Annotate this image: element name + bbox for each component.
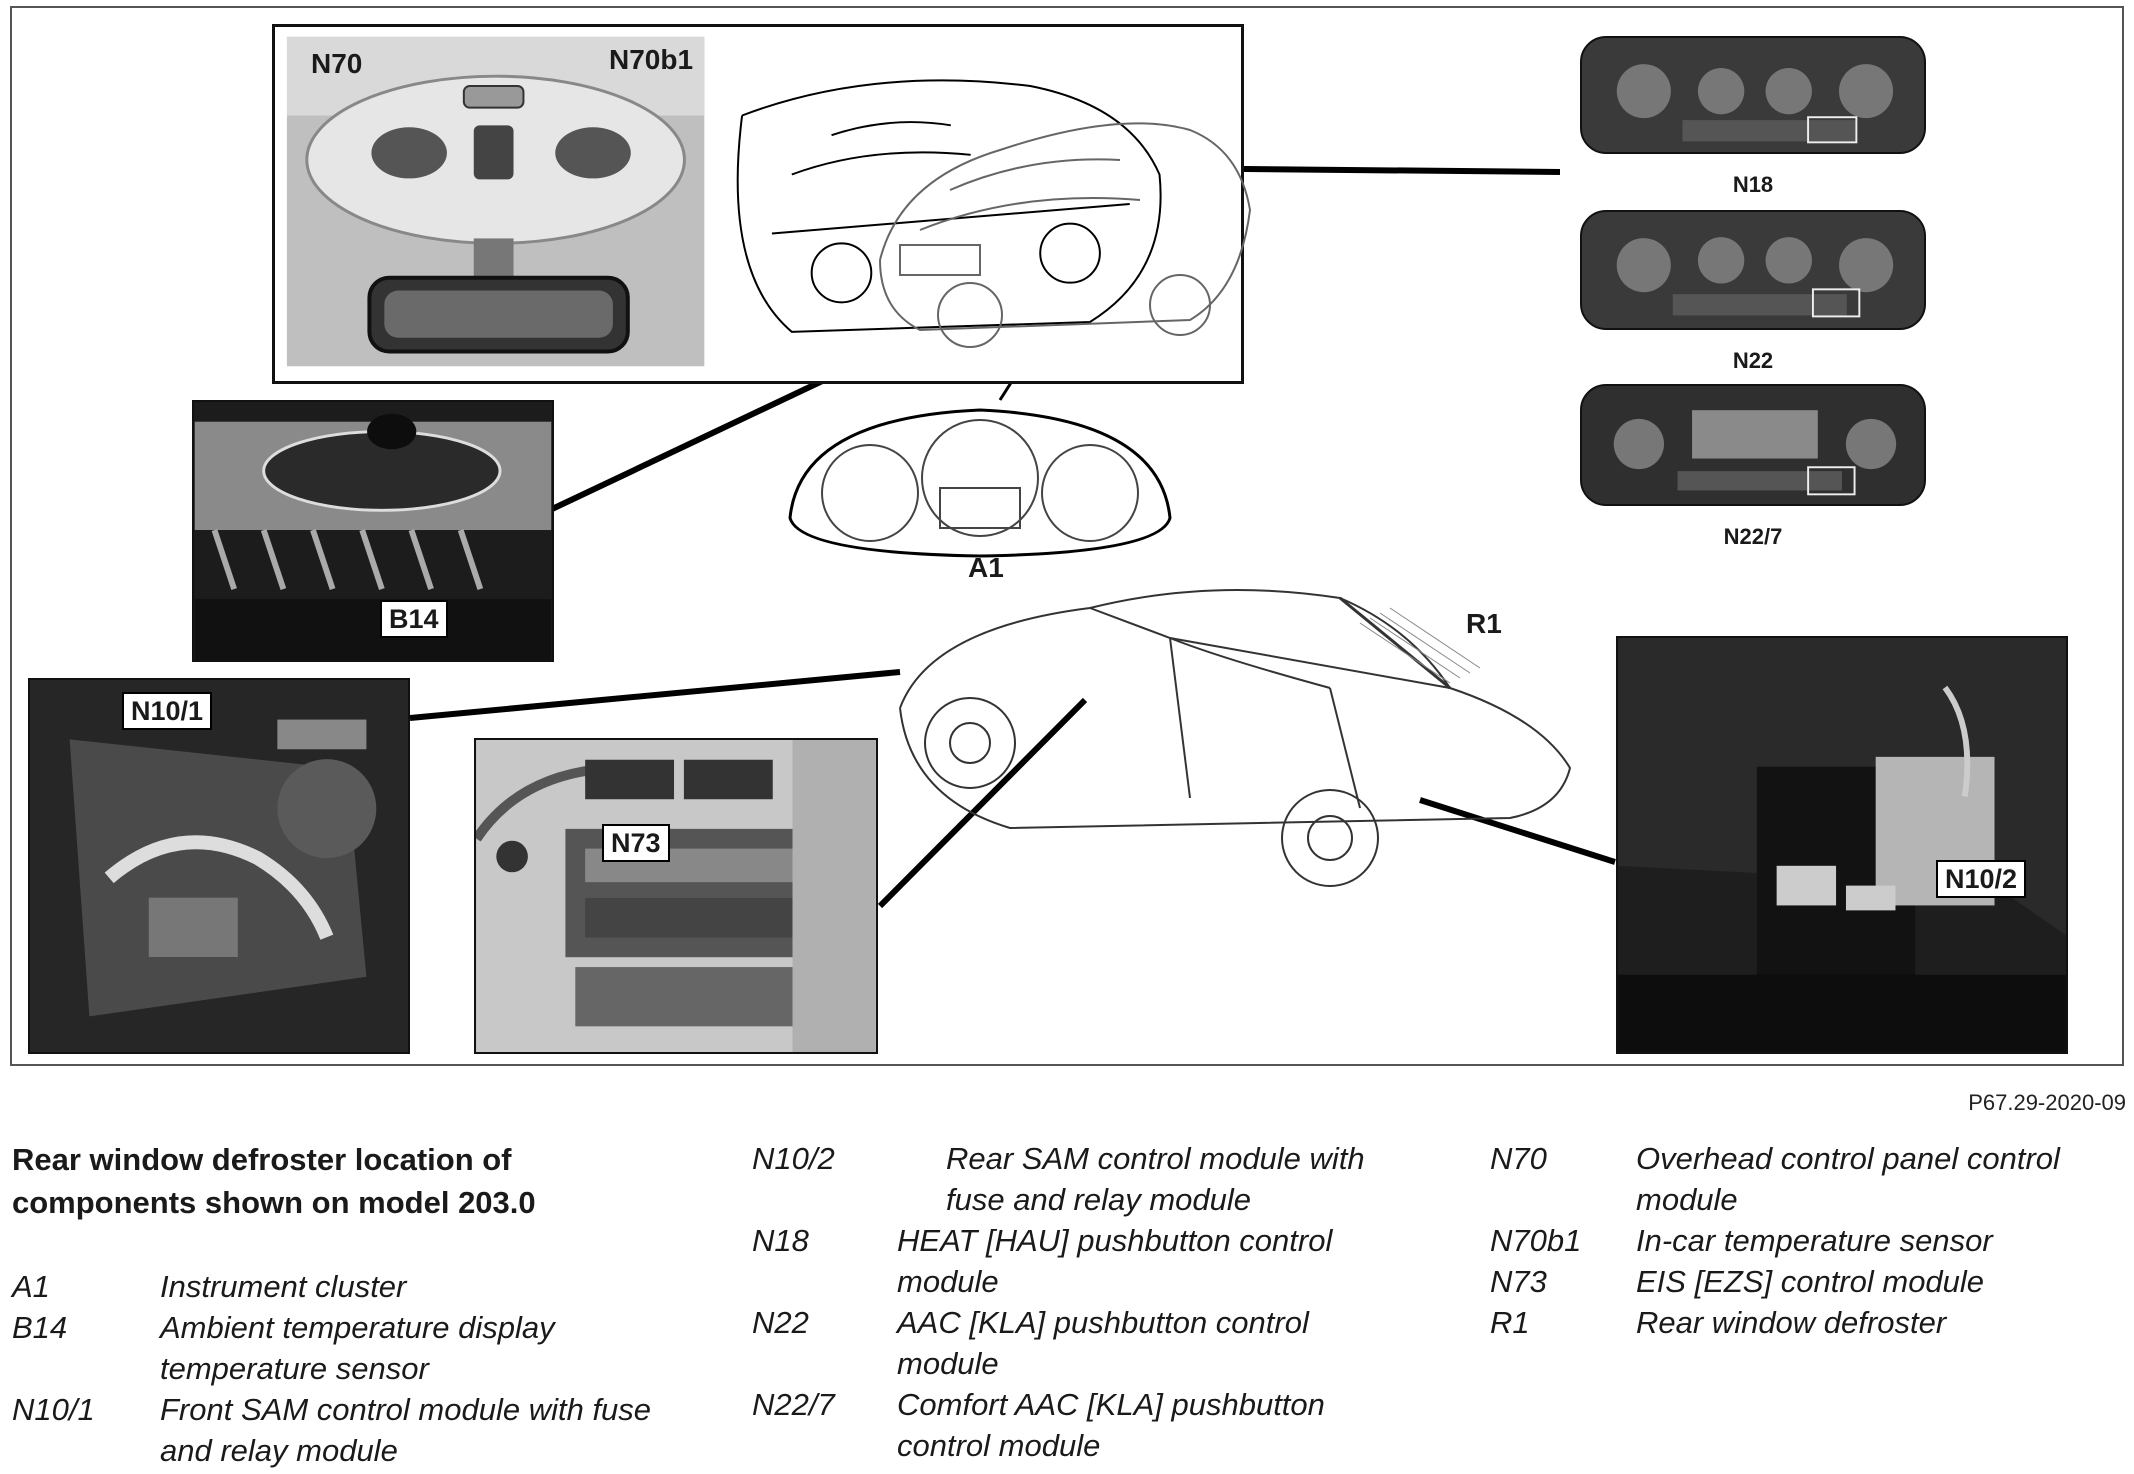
legend-code: N10/1 [12, 1392, 95, 1427]
legend-row: N10/2 Rear SAM control module with fuse … [752, 1138, 1412, 1220]
legend-column-1: A1 Instrument cluster B14 Ambient temper… [12, 1266, 672, 1471]
b14-sensor-photo: B14 [192, 400, 554, 662]
legend-desc: Overhead control panel control module [1636, 1141, 2060, 1217]
legend-code: R1 [1490, 1305, 1530, 1340]
legend-desc: Comfort AAC [KLA] pushbutton control mod… [897, 1387, 1325, 1463]
legend-desc: Front SAM control module with fuse and r… [160, 1392, 652, 1468]
n22-7-panel-photo [1580, 384, 1926, 506]
label-n10-1: N10/1 [122, 692, 213, 730]
car-front-diagram [879, 122, 1252, 348]
label-n22: N22 [1732, 348, 1774, 373]
caption-title: Rear window defroster location of compon… [12, 1142, 536, 1220]
legend-code: N22/7 [752, 1387, 835, 1422]
legend-row: B14 Ambient temperature display temperat… [12, 1307, 672, 1389]
n10-1-module-photo: N10/1 [28, 678, 410, 1054]
legend-row: R1 Rear window defroster [1490, 1302, 2130, 1343]
legend-row: N70b1 In-car temperature sensor [1490, 1220, 2130, 1261]
legend-desc: EIS [EZS] control module [1636, 1264, 1985, 1299]
n22-panel-photo [1580, 210, 1926, 330]
label-n22-7: N22/7 [1723, 524, 1783, 549]
overhead-panel-photo: N70 N70b1 [272, 24, 1244, 384]
legend-desc: Ambient temperature display temperature … [160, 1310, 555, 1386]
legend-desc: AAC [KLA] pushbutton control module [897, 1305, 1309, 1381]
legend-row: N73 EIS [EZS] control module [1490, 1261, 2130, 1302]
n10-2-module-photo: N10/2 [1616, 636, 2068, 1054]
legend-desc: Instrument cluster [160, 1269, 407, 1304]
legend-desc: In-car temperature sensor [1636, 1223, 1993, 1258]
label-n10-2: N10/2 [1936, 860, 2027, 898]
n18-panel-photo [1580, 36, 1926, 154]
label-n70b1: N70b1 [609, 44, 694, 75]
legend-code: N73 [1490, 1264, 1547, 1299]
label-n18: N18 [1732, 172, 1774, 197]
label-n70: N70 [311, 48, 363, 79]
legend-row: N18 HEAT [HAU] pushbutton control module [752, 1220, 1412, 1302]
legend-desc: HEAT [HAU] pushbutton control module [897, 1223, 1333, 1299]
car-rear-diagram [899, 589, 1572, 887]
legend-row: N10/1 Front SAM control module with fuse… [12, 1389, 672, 1471]
legend-code: A1 [12, 1269, 50, 1304]
legend-row: N70 Overhead control panel control modul… [1490, 1138, 2130, 1220]
legend-row: N22/7 Comfort AAC [KLA] pushbutton contr… [752, 1384, 1412, 1466]
reference-code: P67.29-2020-09 [1968, 1090, 2126, 1115]
legend-column-2: N10/2 Rear SAM control module with fuse … [752, 1138, 1412, 1466]
legend-row: N22 AAC [KLA] pushbutton control module [752, 1302, 1412, 1384]
label-a1: A1 [968, 552, 1004, 583]
legend-desc: Rear SAM control module with fuse and re… [946, 1141, 1365, 1217]
n73-dashboard-photo: N73 [474, 738, 878, 1054]
legend-desc: Rear window defroster [1636, 1305, 1947, 1340]
legend-row: A1 Instrument cluster [12, 1266, 672, 1307]
instrument-cluster [788, 408, 1172, 558]
legend-column-3: N70 Overhead control panel control modul… [1490, 1138, 2130, 1343]
label-r1: R1 [1466, 608, 1502, 639]
legend-code: B14 [12, 1310, 68, 1345]
legend-code: N10/2 [752, 1141, 835, 1176]
label-b14: B14 [380, 600, 448, 638]
legend-code: N18 [752, 1223, 809, 1258]
legend-code: N22 [752, 1305, 809, 1340]
legend-code: N70 [1490, 1141, 1547, 1176]
legend-code: N70b1 [1490, 1223, 1582, 1258]
label-n73: N73 [602, 824, 670, 862]
